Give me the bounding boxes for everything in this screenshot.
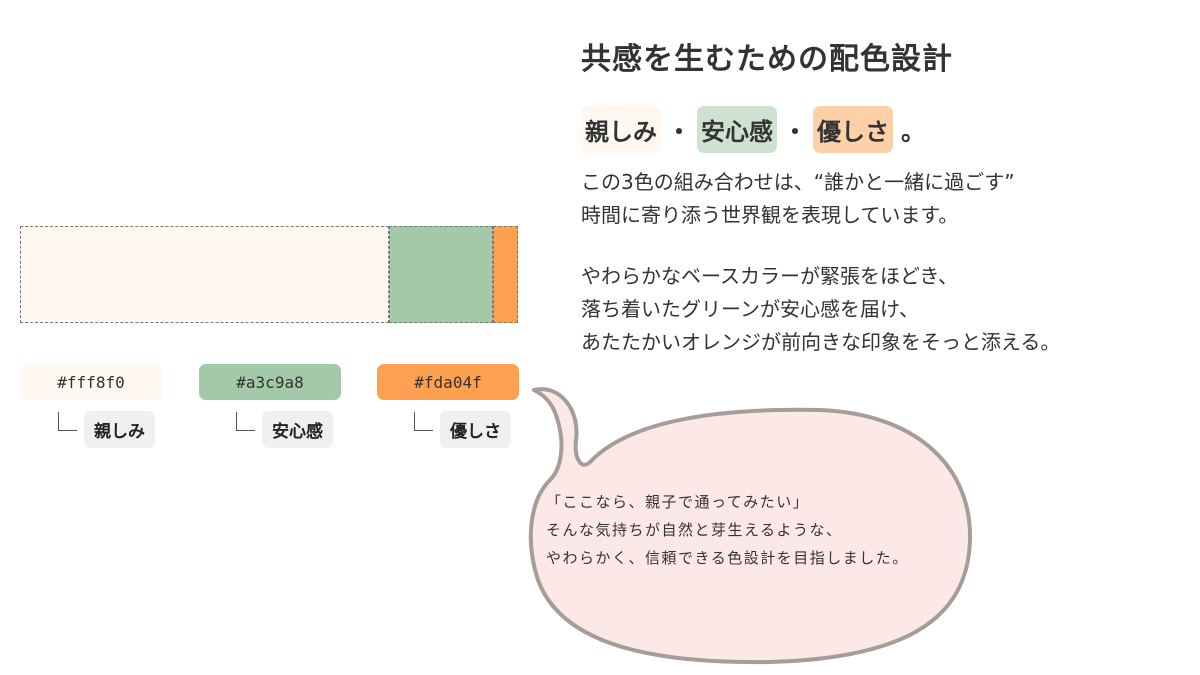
keyword-line: 親しみ ・ 安心感 ・ 優しさ 。	[581, 106, 925, 153]
segment-green	[388, 226, 494, 323]
connector-line	[58, 412, 77, 431]
label-tag-kindness: 優しさ	[440, 411, 511, 448]
label-tag-reassurance: 安心感	[262, 411, 333, 448]
speech-bubble-text: 「ここなら、親子で通ってみたい」 そんな気持ちが自然と芽生えるような、 やわらか…	[546, 493, 909, 567]
hex-chip-orange: #fda04f	[377, 364, 519, 400]
separator: ・	[783, 118, 807, 146]
keyword-kindness: 優しさ	[813, 106, 893, 153]
segment-orange	[493, 226, 518, 323]
description-paragraph-1: この3色の組み合わせは、“誰かと一緒に過ごす” 時間に寄り添う世界観を表現してい…	[581, 170, 1015, 227]
description-paragraph-2: やわらかなベースカラーが緊張をほどき、 落ち着いたグリーンが安心感を届け、 あた…	[581, 264, 1061, 354]
segment-base-color	[20, 226, 389, 323]
connector-line	[236, 412, 255, 431]
hex-chip-green: #a3c9a8	[199, 364, 341, 400]
connector-line	[414, 412, 433, 431]
keyword-familiarity: 親しみ	[581, 106, 661, 153]
color-ratio-bar	[20, 226, 518, 323]
hex-chip-base: #fff8f0	[20, 364, 162, 400]
speech-bubble	[528, 387, 973, 665]
page-title: 共感を生むための配色設計	[581, 42, 953, 77]
period: 。	[901, 118, 925, 146]
label-tag-familiarity: 親しみ	[84, 411, 155, 448]
keyword-reassurance: 安心感	[697, 106, 777, 153]
separator: ・	[667, 118, 691, 146]
